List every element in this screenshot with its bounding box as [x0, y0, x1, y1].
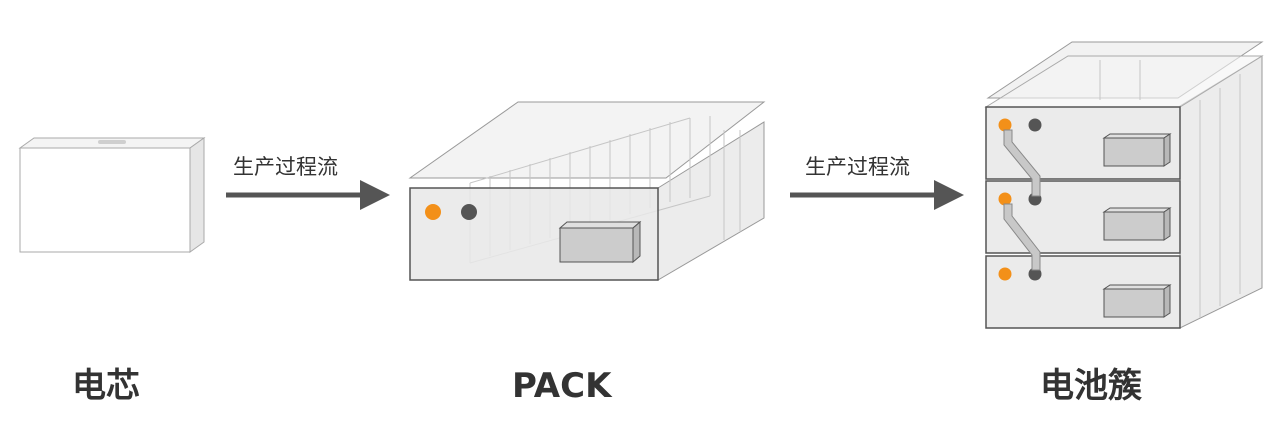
pack-negative-terminal [461, 204, 477, 220]
pack-illustration [408, 101, 766, 281]
process-arrow-1 [226, 180, 390, 210]
process-arrow-2-label: 生产过程流 [805, 155, 910, 179]
module-1-positive-terminal [998, 118, 1012, 132]
cluster-module-2 [985, 146, 1241, 254]
module-3-positive-terminal [998, 267, 1012, 281]
pack-positive-terminal [425, 204, 441, 220]
cluster-illustration [984, 41, 1264, 329]
stage-label-cell: 电芯 [72, 366, 140, 406]
pack-bms-box [558, 220, 642, 264]
process-arrow-1-label: 生产过程流 [233, 155, 338, 179]
cluster-module-3 [985, 220, 1241, 329]
stage-label-pack: PACK [512, 366, 612, 406]
cell-vent [98, 140, 126, 144]
cluster-module-1 [984, 55, 1264, 180]
module-1-negative-terminal [1028, 118, 1042, 132]
module-2-positive-terminal [998, 192, 1012, 206]
module-3-negative-terminal [1028, 267, 1042, 281]
cluster-busbars [1003, 129, 1041, 271]
process-arrow-2 [790, 180, 964, 210]
cell-illustration [18, 137, 206, 253]
stage-label-cluster: 电池簇 [1040, 366, 1142, 406]
